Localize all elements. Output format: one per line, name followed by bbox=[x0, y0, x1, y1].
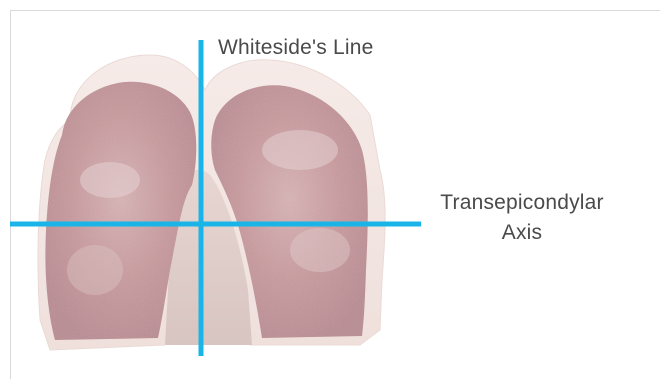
transepicondylar-label-line2: Axis bbox=[422, 218, 622, 248]
whitesides-line-label: Whiteside's Line bbox=[218, 36, 373, 60]
transepicondylar-axis-label: Transepicondylar Axis bbox=[422, 188, 622, 248]
transepicondylar-label-line1: Transepicondylar bbox=[422, 188, 622, 218]
